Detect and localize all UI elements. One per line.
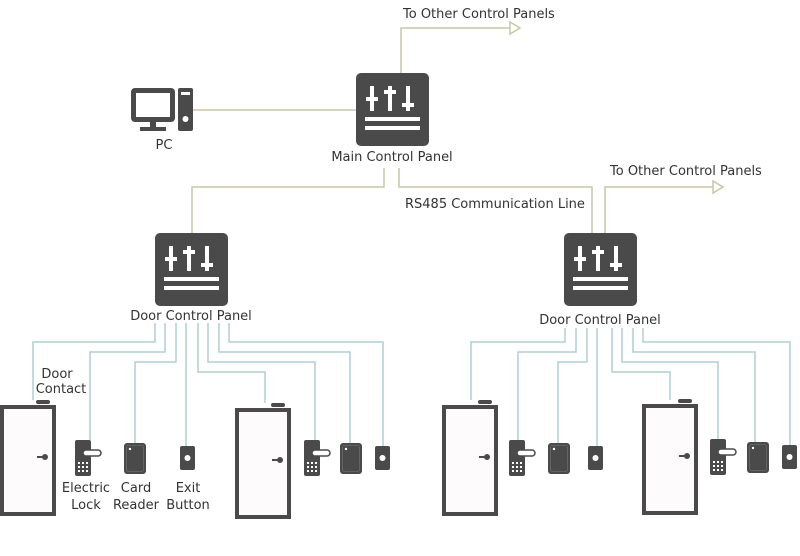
pc-label: PC bbox=[156, 138, 173, 153]
main-control-panel-label: Main Control Panel bbox=[331, 150, 452, 165]
arrow-head-icon bbox=[509, 20, 522, 36]
control-panel-sliders-icon bbox=[356, 73, 429, 146]
main-to-left-panel-line bbox=[191, 168, 385, 233]
main-to-right-panel-line bbox=[398, 168, 593, 233]
right-panel-to-other-line bbox=[604, 186, 716, 233]
exit-button-label-line1: Exit bbox=[176, 481, 201, 496]
to-other-panels-right-label: To Other Control Panels bbox=[609, 164, 762, 179]
electric-lock-icon bbox=[709, 438, 737, 476]
control-panel-sliders-icon bbox=[155, 233, 228, 306]
exit-button-icon bbox=[375, 446, 390, 470]
electric-lock-label-line1: Electric bbox=[62, 481, 110, 496]
door-control-panel-left-label: Door Control Panel bbox=[130, 309, 252, 324]
card-reader-icon bbox=[339, 442, 363, 475]
door-contact-label-line2: Contact bbox=[36, 382, 87, 397]
arrow-head-icon bbox=[712, 179, 725, 195]
main-control-panel-node[interactable]: Main Control Panel bbox=[331, 73, 453, 165]
right-device-lines bbox=[470, 328, 791, 447]
door-control-panel-right-label: Door Control Panel bbox=[539, 313, 661, 328]
exit-button-icon bbox=[588, 446, 603, 470]
door-control-panel-right-node[interactable]: Door Control Panel bbox=[539, 233, 661, 328]
door-contact-label-line1: Door bbox=[41, 367, 73, 382]
exit-button-icon bbox=[180, 446, 195, 470]
card-reader-label-line2: Reader bbox=[113, 498, 160, 513]
door-with-contact-icon bbox=[0, 398, 56, 516]
exit-button-label-line2: Button bbox=[166, 498, 210, 513]
control-panel-sliders-icon bbox=[564, 233, 637, 306]
desktop-computer-icon bbox=[131, 88, 193, 131]
door-with-contact-icon bbox=[235, 401, 291, 519]
backbone-lines bbox=[191, 20, 725, 233]
door-group-right-2 bbox=[642, 397, 797, 515]
door-group-left-1: Door Contact Electric Lock Card Reader E… bbox=[0, 367, 210, 516]
electric-lock-icon bbox=[303, 439, 331, 477]
rs485-line-label: RS485 Communication Line bbox=[405, 197, 585, 212]
electric-lock-label-line2: Lock bbox=[71, 498, 101, 513]
door-with-contact-icon bbox=[442, 398, 498, 516]
exit-button-icon bbox=[782, 445, 797, 469]
card-reader-icon bbox=[746, 441, 770, 474]
left-device-lines bbox=[32, 323, 384, 447]
door-with-contact-icon bbox=[642, 397, 698, 515]
card-reader-icon bbox=[123, 442, 147, 475]
pc-node[interactable]: PC bbox=[131, 88, 193, 153]
to-other-panels-top-label: To Other Control Panels bbox=[402, 7, 555, 22]
main-to-other-line bbox=[400, 27, 512, 73]
door-control-panel-left-node[interactable]: Door Control Panel bbox=[130, 233, 252, 324]
door-group-right-1 bbox=[442, 398, 603, 516]
card-reader-label-line1: Card bbox=[121, 481, 151, 496]
electric-lock-icon bbox=[74, 439, 102, 477]
electric-lock-icon bbox=[508, 439, 536, 477]
card-reader-icon bbox=[547, 442, 571, 475]
door-group-left-2 bbox=[235, 401, 390, 519]
